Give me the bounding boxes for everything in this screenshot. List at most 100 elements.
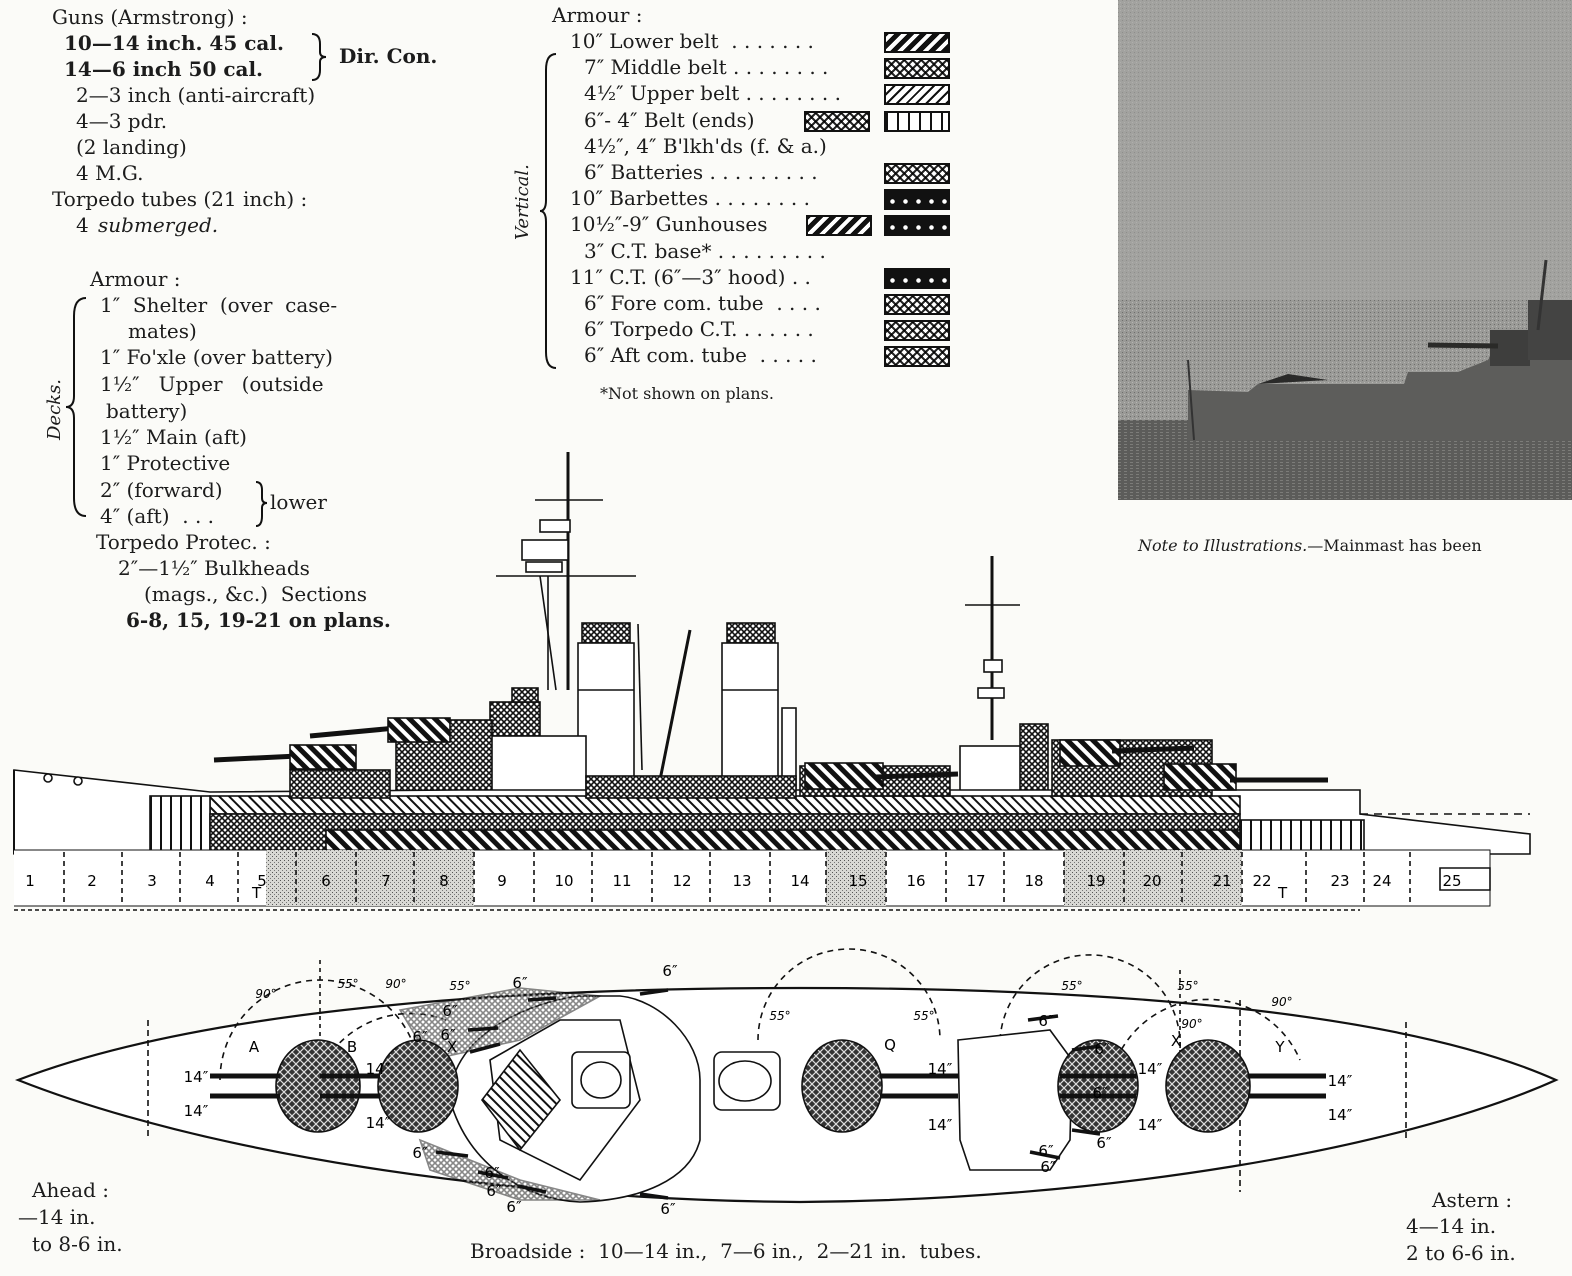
armour-swatch bbox=[884, 58, 950, 80]
six-inch-label: 6″ bbox=[660, 1200, 676, 1218]
turret-label: Y bbox=[1274, 1038, 1285, 1056]
section-number: 12 bbox=[672, 872, 691, 890]
armour-row-label: 3″ C.T. base* . . . . . . . . . bbox=[584, 238, 826, 263]
section-number: 11 bbox=[612, 872, 631, 890]
section-number: 1 bbox=[25, 872, 35, 890]
gun-line: (2 landing) bbox=[76, 135, 187, 159]
six-inch-label: 6″ bbox=[662, 962, 678, 980]
armour-swatch bbox=[806, 215, 872, 237]
armour-swatch bbox=[884, 163, 950, 184]
six-inch-label: 6″ bbox=[486, 1182, 502, 1200]
astern-line2: 2 to 6-6 in. bbox=[1406, 1241, 1516, 1265]
section-number: 15 bbox=[848, 872, 867, 890]
armour-row-label: 6″- 4″ Belt (ends) bbox=[584, 107, 755, 132]
torpedo-room-label: T bbox=[251, 884, 262, 902]
six-inch-label: 6″ bbox=[512, 974, 528, 992]
section-number: 7 bbox=[381, 872, 391, 890]
armour-row-label: 11″ C.T. (6″—3″ hood) . . bbox=[570, 264, 811, 289]
armour-swatch bbox=[884, 346, 950, 368]
dir-con-label: Dir. Con. bbox=[339, 44, 438, 68]
turret-label: A bbox=[249, 1038, 260, 1056]
section-number: 19 bbox=[1086, 872, 1105, 890]
arc-angle-label: 90° bbox=[255, 987, 276, 1001]
section-number: 17 bbox=[966, 872, 985, 890]
footnote: *Not shown on plans. bbox=[600, 384, 774, 403]
torpedo-room-label: T bbox=[1277, 884, 1288, 902]
torpedo-type: submerged. bbox=[98, 213, 219, 237]
section-number: 25 bbox=[1442, 872, 1461, 890]
arc-angle-label: 55° bbox=[913, 1009, 934, 1023]
section-number: 2 bbox=[87, 872, 97, 890]
six-inch-label: 6″ bbox=[506, 1198, 522, 1216]
section-number: 18 bbox=[1024, 872, 1043, 890]
section-number: 21 bbox=[1212, 872, 1231, 890]
gun-line: 2—3 inch (anti-aircraft) bbox=[76, 83, 316, 107]
armour-row-label: 10½″-9″ Gunhouses bbox=[570, 212, 768, 237]
section-number: 24 bbox=[1372, 872, 1391, 890]
armour-row-label: 6″ Torpedo C.T. . . . . . . bbox=[584, 317, 814, 342]
armour-row-label: 4½″, 4″ B'lkh'ds (f. & a.) bbox=[584, 133, 827, 158]
brace-icon bbox=[311, 33, 327, 81]
gun-line: 4—3 pdr. bbox=[76, 109, 168, 133]
armour-swatch bbox=[884, 294, 950, 315]
armour-swatch bbox=[884, 110, 950, 132]
six-inch-label: 6″ bbox=[1040, 1158, 1056, 1176]
armour-row-label: 10″ Barbettes . . . . . . . . bbox=[570, 186, 810, 211]
six-inch-label: 6″ bbox=[1092, 1084, 1108, 1102]
protec-line: 6-8, 15, 19-21 on plans. bbox=[126, 608, 391, 632]
turret-label: B bbox=[347, 1038, 357, 1056]
arc-angle-label: 55° bbox=[337, 977, 358, 991]
decks-side-label: Decks. bbox=[44, 378, 65, 440]
gun-calibre-label: 14″ bbox=[1138, 1116, 1163, 1134]
brace-icon bbox=[255, 481, 268, 527]
gun-line: 4 M.G. bbox=[76, 161, 144, 185]
turret-label: X bbox=[447, 1038, 457, 1056]
broadside-line: Broadside : 10—14 in., 7—6 in., 2—21 in.… bbox=[470, 1239, 982, 1263]
arc-angle-label: 55° bbox=[1061, 979, 1082, 993]
deck-armour-heading: Armour : bbox=[90, 267, 181, 291]
deck-line: 1″ Shelter (over case- bbox=[100, 293, 338, 317]
torpedo-num: 4 bbox=[76, 213, 89, 237]
vertical-armour-heading: Armour : bbox=[552, 3, 643, 27]
armour-swatch bbox=[884, 32, 950, 53]
armour-row-label: 10″ Lower belt . . . . . . . bbox=[570, 29, 814, 53]
deck-line: 1½″ Main (aft) bbox=[100, 425, 247, 449]
six-inch-label: 6″ bbox=[1094, 1040, 1110, 1058]
section-number: 6 bbox=[321, 872, 331, 890]
armour-row-label: 6″ Batteries . . . . . . . . . bbox=[584, 160, 818, 184]
section-number: 14 bbox=[790, 872, 809, 890]
note-italic: Note to Illustrations. bbox=[1138, 536, 1308, 555]
arc-angle-label: 90° bbox=[1181, 1017, 1202, 1031]
armour-swatch bbox=[884, 267, 950, 289]
arc-angle-label: 55° bbox=[769, 1009, 790, 1023]
armour-row-label: 4½″ Upper belt . . . . . . . . bbox=[584, 81, 841, 106]
armour-swatch bbox=[884, 320, 950, 342]
gun-calibre-label: 14″ bbox=[1138, 1060, 1163, 1078]
astern-line1: 4—14 in. bbox=[1406, 1214, 1497, 1238]
ship-photograph bbox=[1118, 0, 1572, 500]
six-inch-label: 6″ bbox=[442, 1002, 458, 1020]
gun-calibre-label: 14″ bbox=[1328, 1106, 1353, 1124]
deck-line: mates) bbox=[128, 319, 197, 343]
armour-row-label: 7″ Middle belt . . . . . . . . bbox=[584, 55, 829, 80]
deck-line: 1″ Protective bbox=[100, 451, 231, 475]
section-number: 3 bbox=[147, 872, 157, 890]
guns-heading: Guns (Armstrong) : bbox=[52, 5, 248, 29]
ahead-line2: to 8-6 in. bbox=[32, 1232, 123, 1256]
protec-heading: Torpedo Protec. : bbox=[96, 530, 271, 554]
plan-view bbox=[14, 948, 1559, 1204]
turret-label: Q bbox=[884, 1036, 896, 1054]
gun-calibre-label: 14″ bbox=[928, 1116, 953, 1134]
lower-label: lower bbox=[270, 490, 327, 514]
deck-line: 1″ Fo'xle (over battery) bbox=[100, 345, 333, 369]
brace-icon bbox=[65, 297, 87, 517]
armour-row-label: 6″ Aft com. tube . . . . . bbox=[584, 343, 817, 368]
six-inch-label: 6″ bbox=[484, 1164, 500, 1182]
turret-label: X bbox=[1171, 1032, 1181, 1050]
ahead-line1: —14 in. bbox=[18, 1205, 96, 1229]
armour-swatch bbox=[884, 189, 950, 211]
arc-angle-label: 90° bbox=[385, 977, 406, 991]
gun-calibre-label: 14″ bbox=[184, 1068, 209, 1086]
section-number: 22 bbox=[1252, 872, 1271, 890]
